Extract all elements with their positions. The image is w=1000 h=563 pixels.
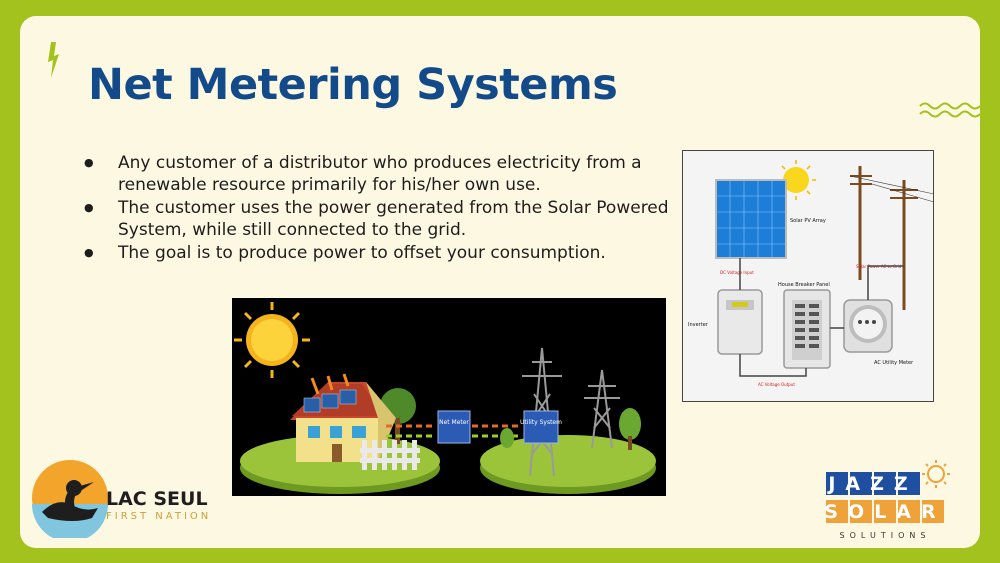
squiggle-decoration	[919, 102, 980, 118]
jazz-wordmark: JAZZ	[826, 473, 917, 495]
slide: Net Metering Systems Any customer of a d…	[20, 16, 980, 548]
lightning-bolt-icon	[48, 42, 59, 78]
solar-system-panel-diagram: Solar PV Array Solar Power AC to Grid DC…	[682, 150, 934, 402]
bullet-item: The customer uses the power generated fr…	[80, 197, 680, 241]
lac-seul-wordmark: LAC SEUL FIRST NATION	[106, 488, 211, 522]
bullet-list: Any customer of a distributor who produc…	[80, 152, 680, 265]
net-metering-house-illustration: Net Meter Utility System	[232, 298, 666, 496]
dc-voltage-input-label: DC Voltage Input	[720, 270, 754, 275]
inverter-label: Inverter	[688, 322, 709, 328]
bullet-item: Any customer of a distributor who produc…	[80, 152, 680, 196]
ac-utility-meter-label: AC Utility Meter	[874, 360, 914, 366]
net-meter-label: Net Meter	[439, 419, 469, 426]
house-breaker-panel-label: House Breaker Panel	[778, 282, 830, 288]
solar-pv-array-label: Solar PV Array	[790, 218, 826, 224]
sun-icon	[234, 302, 310, 378]
slide-title: Net Metering Systems	[88, 60, 618, 110]
ac-voltage-output-label: AC Voltage Output	[758, 382, 795, 387]
lac-seul-loon-logo	[32, 460, 108, 538]
lac-seul-subtitle: FIRST NATION	[106, 511, 212, 522]
solar-wordmark: SOLAR	[826, 501, 946, 523]
utility-system-label: Utility System	[520, 419, 562, 426]
jazz-solar-logo: JAZZ SOLAR SOLUTIONS	[826, 460, 950, 540]
lac-seul-name: LAC SEUL	[106, 488, 208, 510]
jazz-sun-icon	[922, 460, 950, 488]
bullet-item: The goal is to produce power to offset y…	[80, 242, 680, 264]
solutions-wordmark: SOLUTIONS	[840, 531, 931, 540]
